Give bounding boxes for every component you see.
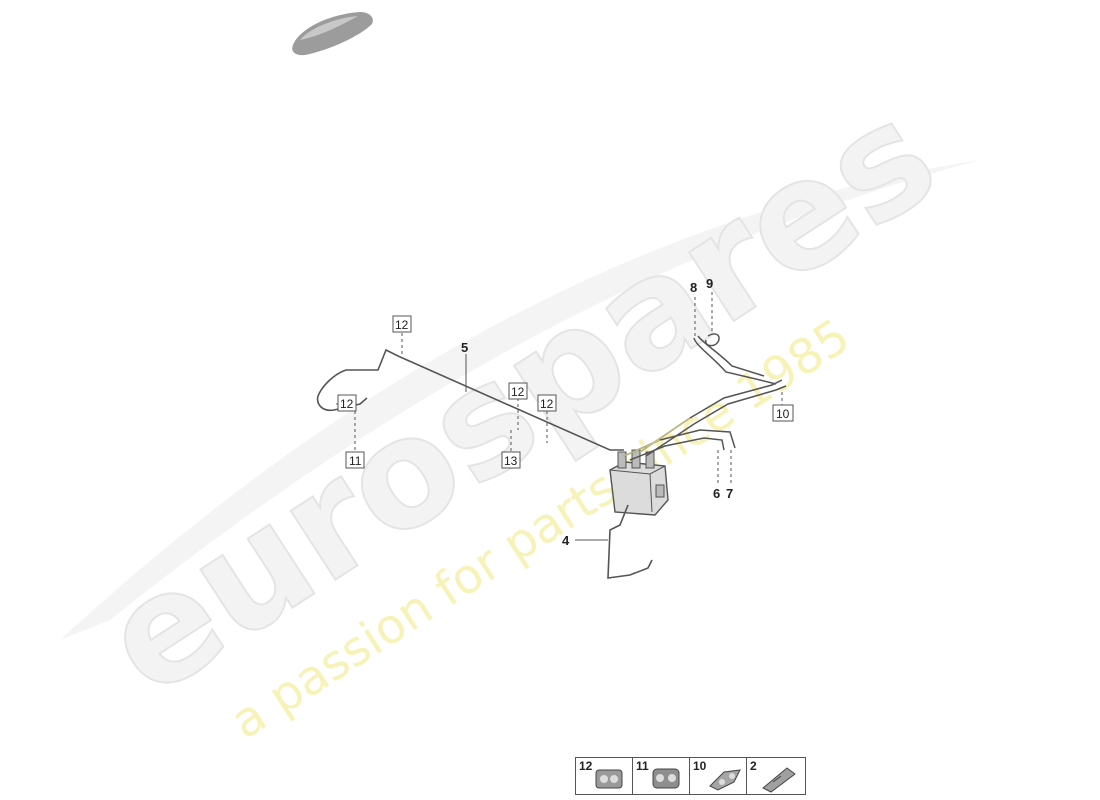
legend-number: 11: [636, 759, 649, 773]
brake-line-4: [607, 504, 653, 579]
callout-6: 6: [713, 486, 720, 501]
clip-10-icon: [709, 769, 741, 791]
clip-2-icon: [762, 767, 796, 793]
legend-number: 2: [750, 759, 757, 773]
legend-number: 10: [693, 759, 707, 773]
callout-9: 9: [706, 276, 713, 291]
boxed-callout-13: 13: [501, 451, 521, 469]
callout-8: 8: [690, 280, 697, 295]
boxed-callout-12-c: 12: [508, 382, 528, 400]
legend-number: 12: [579, 759, 593, 773]
svg-text:10: 10: [776, 407, 790, 421]
brake-line-5: [316, 348, 624, 451]
clip-11-icon: [652, 768, 680, 789]
parts-legend: 12 11 10 2: [575, 757, 806, 795]
hydraulic-unit: [609, 449, 669, 516]
callout-4: 4: [562, 533, 570, 548]
car-thumbnail-icon: [292, 12, 373, 56]
legend-item-12[interactable]: 12: [576, 758, 633, 794]
svg-text:12: 12: [395, 318, 409, 332]
legend-item-10[interactable]: 10: [690, 758, 747, 794]
clip-12-icon: [595, 769, 623, 789]
solid-leaders: [465, 354, 608, 541]
brake-lines-8-9: [693, 333, 777, 385]
legend-item-2[interactable]: 2: [747, 758, 805, 794]
callout-7: 7: [726, 486, 733, 501]
boxed-callout-10: 10: [772, 404, 794, 422]
boxed-callout-11: 11: [345, 451, 365, 469]
svg-text:12: 12: [340, 397, 354, 411]
watermark: eurospares a passion for parts since 198…: [60, 67, 980, 750]
boxed-callout-12-d: 12: [537, 394, 557, 412]
connector-highlights: [623, 417, 691, 457]
legend-item-11[interactable]: 11: [633, 758, 690, 794]
svg-text:13: 13: [504, 454, 518, 468]
svg-text:11: 11: [349, 454, 362, 468]
callout-5: 5: [461, 340, 468, 355]
svg-text:12: 12: [540, 397, 554, 411]
boxed-callout-12-b: 12: [337, 394, 357, 412]
svg-text:12: 12: [511, 385, 525, 399]
leader-lines: [336, 292, 783, 485]
boxed-callout-12-a: 12: [392, 315, 412, 333]
